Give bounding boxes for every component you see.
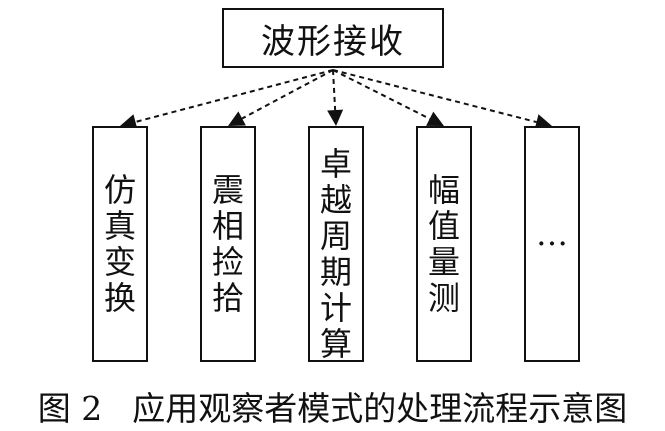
edge-more-arrowhead bbox=[534, 114, 552, 130]
edge-predominant-period-arrowhead bbox=[327, 109, 344, 126]
root-node-label: 波形接收 bbox=[261, 21, 405, 62]
child-node-label: 卓越周期计算 bbox=[319, 145, 352, 363]
child-node-more: … bbox=[524, 126, 580, 362]
edge-amplitude-measurement-line bbox=[332, 69, 431, 120]
root-node: 波形接收 bbox=[222, 8, 444, 68]
figure-title: 应用观察者模式的处理流程示意图 bbox=[132, 389, 628, 428]
edge-amplitude-measurement-arrowhead bbox=[426, 111, 444, 126]
edge-more-line bbox=[332, 69, 537, 124]
figure-caption: 图 2 应用观察者模式的处理流程示意图 bbox=[0, 382, 665, 430]
edge-predominant-period-line bbox=[332, 69, 337, 111]
child-node-amplitude-measurement: 幅值量测 bbox=[416, 126, 472, 362]
child-node-predominant-period: 卓越周期计算 bbox=[308, 126, 364, 362]
child-node-label: 幅值量测 bbox=[427, 171, 460, 317]
edge-simulation-transform-line bbox=[135, 69, 334, 123]
child-node-label: 仿真变换 bbox=[103, 171, 136, 317]
child-node-label: … bbox=[536, 215, 568, 253]
child-node-label: 震相捡拾 bbox=[211, 171, 244, 317]
edge-phase-picking-arrowhead bbox=[228, 111, 246, 126]
child-node-phase-picking: 震相捡拾 bbox=[200, 126, 256, 362]
edge-simulation-transform-arrowhead bbox=[120, 114, 138, 130]
edge-phase-picking-line bbox=[241, 69, 334, 120]
figure-number: 图 2 bbox=[37, 389, 103, 428]
child-node-simulation-transform: 仿真变换 bbox=[92, 126, 148, 362]
